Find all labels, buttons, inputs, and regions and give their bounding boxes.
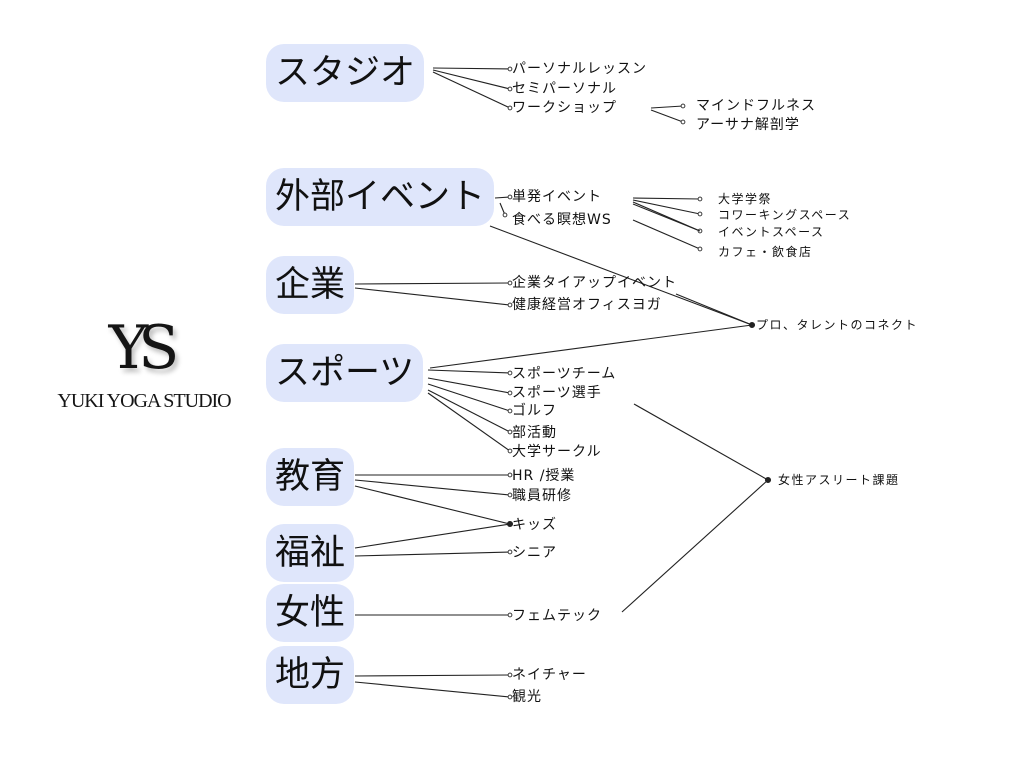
item-hr-class: HR /授業 <box>512 468 576 484</box>
category-education: 教育 <box>266 448 355 506</box>
item-event-space: イベントスペース <box>718 225 825 239</box>
connector-line <box>432 69 511 90</box>
connector-line <box>432 71 511 109</box>
category-regional: 地方 <box>266 646 355 704</box>
item-female-athlete-issues: 女性アスリート課題 <box>778 473 900 487</box>
item-personal-lesson: パーソナルレッスン <box>512 61 647 77</box>
item-mindfulness: マインドフルネス <box>696 98 816 114</box>
logo: YS YUKI YOGA STUDIO <box>44 316 244 413</box>
item-workshop: ワークショップ <box>512 100 617 116</box>
connector-line <box>494 196 511 199</box>
connector-dot <box>748 321 756 329</box>
category-external-events: 外部イベント <box>266 168 495 226</box>
connector-dot <box>680 103 686 109</box>
connector-dot <box>764 476 772 484</box>
connector-line <box>427 392 511 452</box>
category-corporate: 企業 <box>266 256 355 314</box>
connector-line <box>632 219 701 250</box>
item-golf: ゴルフ <box>512 403 557 419</box>
connector-line <box>675 293 753 326</box>
connector-line <box>429 324 753 369</box>
connector-line <box>427 383 511 412</box>
item-staff-training: 職員研修 <box>512 488 572 504</box>
connector-line <box>427 377 511 394</box>
item-nature: ネイチャー <box>512 667 587 683</box>
connector-dot <box>697 246 703 252</box>
connector-line <box>632 199 701 215</box>
logo-monogram: YS <box>108 313 180 383</box>
category-welfare: 福祉 <box>266 524 355 582</box>
item-club-activities: 部活動 <box>512 425 557 441</box>
connector-line <box>427 369 511 374</box>
item-semi-personal: セミパーソナル <box>512 81 617 97</box>
category-women: 女性 <box>266 584 355 642</box>
item-pro-talent-connect: プロ、タレントのコネクト <box>756 318 919 332</box>
connector-line <box>432 67 511 70</box>
connector-line <box>650 109 684 123</box>
item-corporate-tieup: 企業タイアップイベント <box>512 275 677 291</box>
item-single-event: 単発イベント <box>512 189 602 205</box>
item-health-management: 健康経営オフィスヨガ <box>512 297 662 313</box>
connector-line <box>354 287 511 306</box>
connector-line <box>621 479 769 613</box>
connector-line <box>632 203 701 232</box>
connector-line <box>354 282 511 285</box>
connector-line <box>354 551 511 557</box>
connector-line <box>354 479 511 496</box>
logo-name: YUKI YOGA STUDIO <box>57 390 231 412</box>
item-university-circle: 大学サークル <box>512 444 602 460</box>
connector-dot <box>697 228 703 234</box>
connector-line <box>354 523 511 549</box>
item-eating-meditation-ws: 食べる瞑想WS <box>512 212 612 228</box>
item-university-festival: 大学学祭 <box>718 192 773 206</box>
category-studio: スタジオ <box>266 44 425 102</box>
item-kids: キッズ <box>512 517 557 533</box>
connector-line <box>650 105 684 109</box>
item-athlete: スポーツ選手 <box>512 385 602 401</box>
connector-dot <box>697 196 703 202</box>
item-tourism: 観光 <box>512 689 542 705</box>
item-coworking-space: コワーキングスペース <box>718 208 852 222</box>
item-cafe-restaurant: カフェ・飲食店 <box>718 245 813 259</box>
connector-line <box>633 403 769 481</box>
connector-line <box>632 197 701 200</box>
connector-line <box>427 389 511 433</box>
connector-dot <box>697 211 703 217</box>
item-femtech: フェムテック <box>512 608 602 624</box>
category-sports: スポーツ <box>266 344 424 402</box>
connector-line <box>354 485 511 525</box>
connector-line <box>499 202 506 216</box>
connector-dot <box>502 212 508 218</box>
connector-line <box>354 681 511 698</box>
connector-line <box>632 201 701 232</box>
item-sports-team: スポーツチーム <box>512 366 617 382</box>
item-asana-anatomy: アーサナ解剖学 <box>696 117 800 133</box>
item-senior: シニア <box>512 545 557 561</box>
connector-dot <box>680 119 686 125</box>
connector-line <box>354 674 511 677</box>
